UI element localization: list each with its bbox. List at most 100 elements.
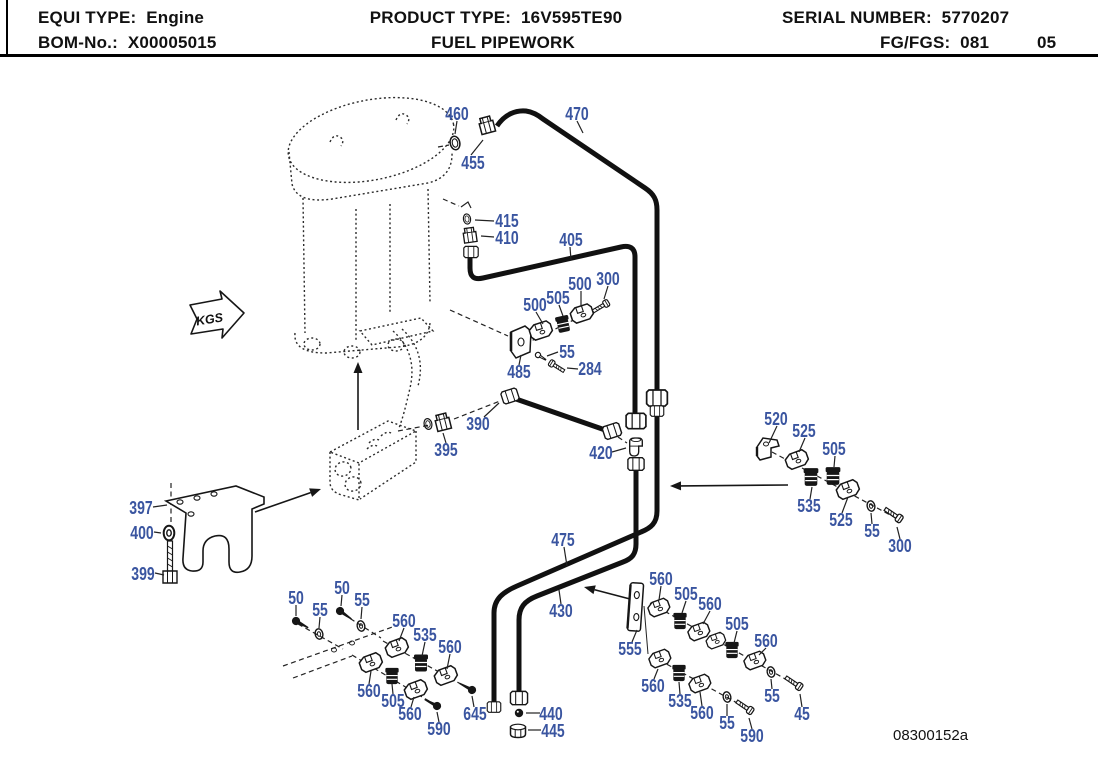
leader-560-45: [398, 627, 405, 642]
leader-415-3: [474, 219, 495, 222]
leader-645-52: [471, 695, 475, 708]
arrow-line-1: [254, 491, 311, 513]
bolt-590: [422, 695, 443, 712]
leader-505-32: [733, 630, 738, 644]
part-label-400-17: 400: [130, 523, 153, 543]
part-label-415-3: 415: [495, 211, 518, 231]
part-label-560-36: 560: [641, 676, 664, 696]
leader-590-40: [748, 717, 753, 730]
part-label-390-13: 390: [466, 414, 489, 434]
ball-440: [514, 708, 524, 718]
part-label-525-23: 525: [829, 510, 852, 530]
hardware: [162, 114, 905, 739]
pipe-390: [515, 396, 609, 434]
fuel-pipes: [467, 108, 660, 703]
arrow-line-2: [680, 484, 789, 487]
part-label-560-29: 560: [649, 569, 672, 589]
leader-500-6: [535, 311, 544, 325]
leader-560-38: [699, 691, 703, 707]
sheet-number: 05: [1037, 33, 1057, 52]
leader-525-20: [798, 437, 806, 453]
part-label-300-9: 300: [596, 269, 619, 289]
part-label-535-22: 535: [797, 496, 820, 516]
arrow-line-3: [594, 589, 631, 600]
bracket-555-link: [643, 605, 649, 655]
part-label-560-31: 560: [698, 594, 721, 614]
clamp-500-right: [568, 302, 596, 325]
part-label-50-41: 50: [288, 588, 304, 608]
leader-395-14: [442, 432, 447, 444]
fitting-410: [461, 226, 478, 244]
product-type: PRODUCT TYPE: 16V595TE90: [369, 8, 623, 27]
part-label-535-37: 535: [668, 691, 691, 711]
arrow-head-3: [584, 585, 596, 595]
part-label-590-51: 590: [427, 719, 450, 739]
leader-455-1: [470, 139, 484, 156]
part-label-430-27: 430: [549, 601, 572, 621]
kgs-text: KGS: [195, 310, 225, 328]
rail-hole: [331, 647, 337, 653]
bolt-645: [457, 679, 478, 696]
part-label-560-38: 560: [690, 703, 713, 723]
washer-55-right: [865, 499, 877, 513]
leader-560-31: [702, 610, 711, 625]
part-label-445-54: 445: [541, 721, 564, 741]
part-label-560-33: 560: [754, 631, 777, 651]
leader-55-24: [870, 512, 873, 525]
bushing-505: [672, 612, 688, 630]
leader-520-19: [768, 425, 778, 444]
drawing-number: 08300152a: [893, 727, 969, 744]
bolt-300-mid: [590, 298, 611, 316]
bracket-397: [163, 485, 265, 574]
part-label-590-40: 590: [740, 726, 763, 746]
clamp-560: [432, 663, 460, 688]
leader-400-17: [153, 531, 162, 534]
clamp-560: [741, 649, 768, 672]
pipe-405: [467, 243, 638, 415]
fitting-455: [477, 114, 497, 136]
nut-pipe-430-top: [627, 457, 645, 471]
leader-535-46: [421, 641, 426, 657]
arrow-head-2: [670, 481, 682, 491]
leader-284-11: [566, 367, 579, 370]
part-label-410-4: 410: [495, 228, 518, 248]
part-label-535-46: 535: [413, 625, 436, 645]
part-label-399-18: 399: [131, 564, 154, 584]
washer-400: [162, 524, 176, 542]
filter-assembly-phantom: [287, 96, 455, 429]
bolt-50: [334, 605, 354, 623]
leader-475-26: [563, 546, 568, 567]
part-label-420-15: 420: [589, 443, 612, 463]
leader-460-0: [454, 120, 458, 135]
part-label-395-14: 395: [434, 440, 457, 460]
flow-arrows: [254, 362, 789, 600]
leader-525-23: [841, 496, 849, 514]
leader-560-33: [758, 647, 767, 656]
washer-55: [765, 665, 777, 679]
part-label-55-24: 55: [864, 521, 880, 541]
o-ring-395: [422, 417, 434, 431]
label-leader-lines: [152, 120, 901, 731]
leader-535-37: [678, 681, 681, 695]
part-label-470-2: 470: [565, 104, 588, 124]
part-label-55-42: 55: [312, 600, 328, 620]
arrow-head-1: [309, 488, 321, 497]
part-label-505-30: 505: [674, 584, 697, 604]
leader-55-34: [770, 678, 773, 690]
nut-pipe-405-top: [463, 245, 479, 259]
part-label-485-12: 485: [507, 362, 530, 382]
part-label-50-43: 50: [334, 578, 350, 598]
leader-560-29: [658, 585, 662, 601]
part-label-405-5: 405: [559, 230, 582, 250]
part-label-520-19: 520: [764, 409, 787, 429]
kgs-arrow-symbol: KGS: [189, 290, 245, 339]
washer-55: [313, 627, 325, 641]
nut-pipe-475-bottom: [486, 701, 502, 713]
leader-399-18: [154, 572, 165, 576]
clamp-560: [357, 650, 385, 675]
o-ring-415: [462, 212, 472, 226]
part-label-475-26: 475: [551, 530, 574, 550]
part-label-500-8: 500: [568, 274, 591, 294]
leader-300-25: [896, 526, 901, 540]
